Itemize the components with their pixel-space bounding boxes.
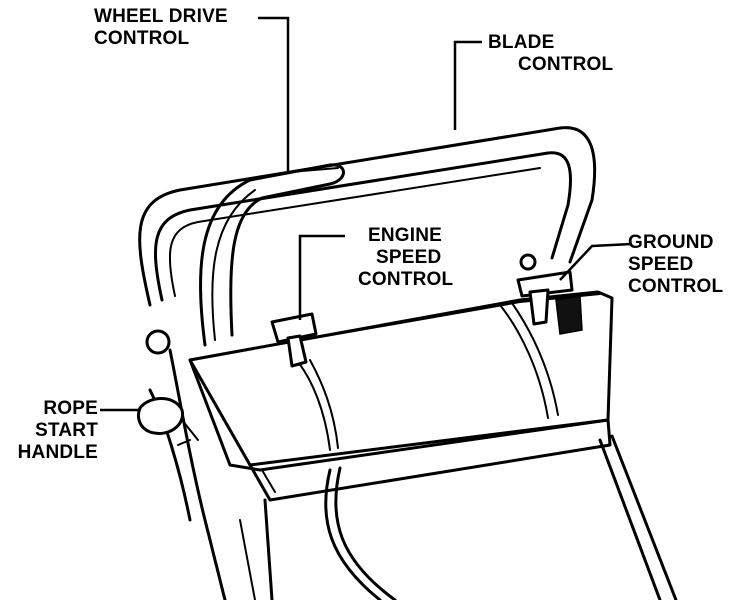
label-blade-control: BLADE CONTROL <box>488 32 614 75</box>
left-handle-side <box>136 329 227 600</box>
label-rope-start-handle: ROPE START HANDLE <box>17 398 98 463</box>
wheel-drive-bail <box>198 163 345 347</box>
label-ground-speed-control: GROUND SPEED CONTROL <box>628 232 724 297</box>
engine-speed-lever <box>270 312 318 368</box>
label-wheel-drive-control: WHEEL DRIVE CONTROL <box>94 6 228 49</box>
control-console <box>188 290 614 502</box>
leader-lines <box>100 16 633 412</box>
handle-tubes <box>239 434 678 600</box>
blade-control-bail <box>138 126 597 307</box>
ground-speed-lever <box>516 253 583 335</box>
label-engine-speed-control: ENGINE SPEED CONTROL <box>358 225 454 290</box>
